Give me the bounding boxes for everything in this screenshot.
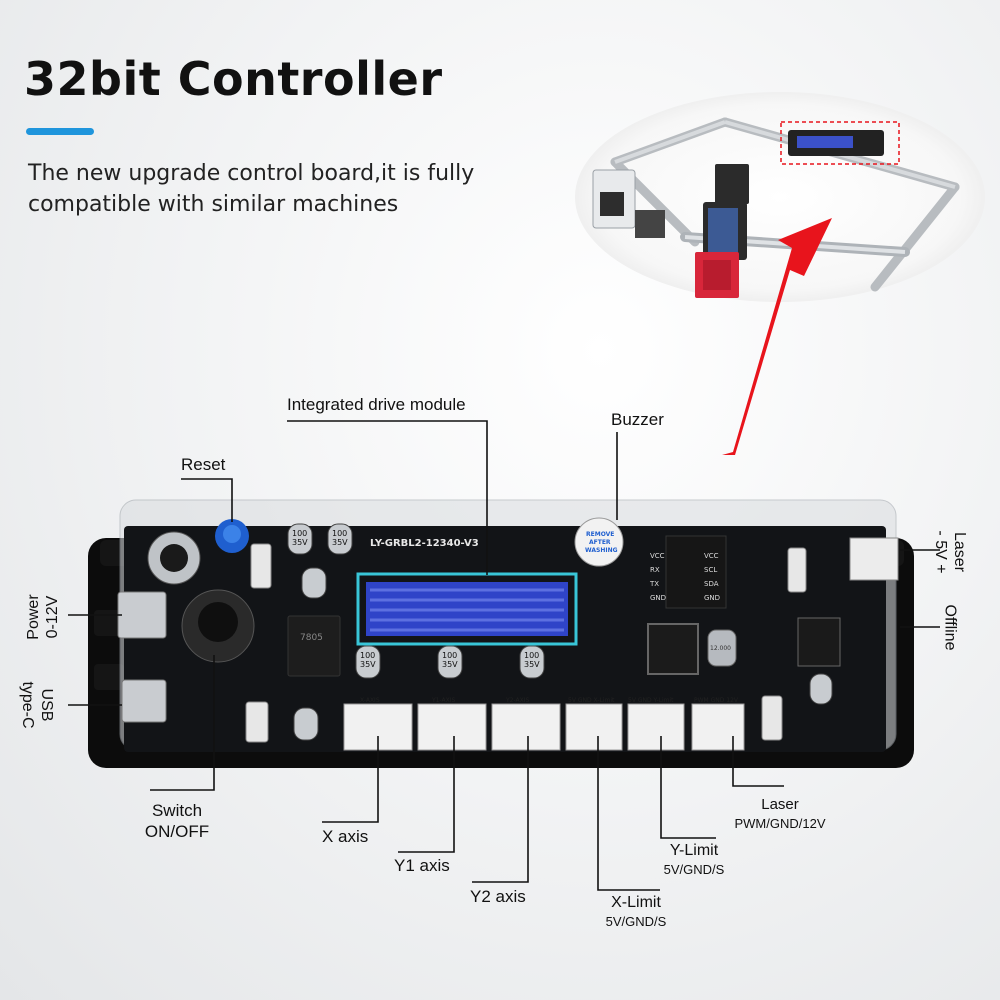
buzzer-sticker-text: REMOVE — [586, 531, 614, 538]
cap-label: 35V — [442, 660, 458, 669]
buzzer-sticker-text: AFTER — [589, 539, 611, 546]
title-underline — [26, 128, 94, 135]
header-label: 5V GND X-Limit — [568, 697, 615, 704]
callout-x-limit: X-Limit 5V/GND/S — [598, 893, 674, 931]
cap-label: 100 — [292, 529, 307, 538]
callout-switch-line-1: Switch — [151, 801, 203, 820]
pin-label: GND — [650, 594, 666, 602]
pin-label: SDA — [704, 580, 719, 588]
callout-laser-port: Laser PWM/GND/12V — [732, 795, 828, 833]
pin-label: RX — [650, 566, 660, 574]
cap-label: 35V — [292, 538, 308, 547]
buzzer-sticker-text: WASHING — [585, 547, 618, 554]
callout-x-limit-pins: 5V/GND/S — [605, 914, 667, 929]
regulator-label: 7805 — [300, 633, 323, 643]
callout-y-limit-pins: 5V/GND/S — [663, 862, 725, 877]
header-label: Y2-AXIS — [505, 697, 530, 704]
callout-y-limit-title: Y-Limit — [669, 842, 719, 859]
cap-label: 35V — [332, 538, 348, 547]
callout-switch-line-2: ON/OFF — [144, 822, 210, 841]
cap-label: 100 — [360, 651, 375, 660]
pin-label: VCC — [650, 552, 665, 560]
pin-label: TX — [649, 580, 659, 588]
board-model-label: LY-GRBL2-12340-V3 — [370, 538, 479, 549]
callout-power-line-1: Power — [25, 594, 42, 640]
pin-label: SCL — [704, 566, 717, 574]
page-title: 32bit Controller — [24, 52, 443, 106]
callout-buzzer: Buzzer — [611, 410, 664, 429]
engraver-machine-image — [575, 92, 985, 302]
pin-label: GND — [704, 594, 720, 602]
callout-offline: Offline — [941, 604, 959, 651]
header-label: Y1-AXIS — [431, 697, 456, 704]
pin-label: VCC — [704, 552, 719, 560]
callout-power: Power 0-12V — [24, 579, 62, 655]
header-label: 5V GND Y-Limit — [628, 697, 674, 704]
callout-reset: Reset — [181, 455, 226, 474]
cap-label: 35V — [360, 660, 376, 669]
callout-laser-port-pins: PWM/GND/12V — [734, 816, 826, 831]
cap-label: 100 — [332, 529, 347, 538]
callout-y2-axis: Y2 axis — [470, 887, 526, 906]
callout-usb-line-2: type-C — [19, 681, 36, 729]
subtitle: The new upgrade control board,it is full… — [28, 158, 474, 220]
header-label: PWM GND 12V — [694, 697, 739, 704]
cap-label: 100 — [524, 651, 539, 660]
header-label: X-AXIS — [360, 697, 380, 704]
callout-usb-type-c: USB type-C — [18, 663, 56, 747]
callout-laser-line-2: - 5V + — [932, 530, 949, 574]
cap-label: 100 — [442, 651, 457, 660]
cap-label: 35V — [524, 660, 540, 669]
subtitle-line-1: The new upgrade control board,it is full… — [28, 161, 475, 186]
callout-y1-axis: Y1 axis — [394, 856, 450, 875]
callout-laser-line-1: Laser — [951, 531, 968, 573]
callout-usb-line-1: USB — [38, 688, 55, 722]
crystal-label: 12.000 — [710, 645, 731, 652]
callout-laser-voltage: Laser - 5V + — [931, 514, 969, 590]
callout-integrated-drive-module: Integrated drive module — [287, 395, 466, 414]
callout-laser-port-title: Laser — [761, 796, 799, 813]
subtitle-line-2: compatible with similar machines — [28, 192, 399, 217]
callout-power-line-2: 0-12V — [44, 595, 61, 639]
controller-board: 100 35V 100 35V 100 35V 100 35V 100 35V … — [88, 499, 914, 768]
callout-x-limit-title: X-Limit — [611, 894, 661, 911]
callout-switch: Switch ON/OFF — [140, 800, 214, 842]
callout-x-axis: X axis — [322, 827, 369, 846]
callout-y-limit: Y-Limit 5V/GND/S — [656, 841, 732, 879]
